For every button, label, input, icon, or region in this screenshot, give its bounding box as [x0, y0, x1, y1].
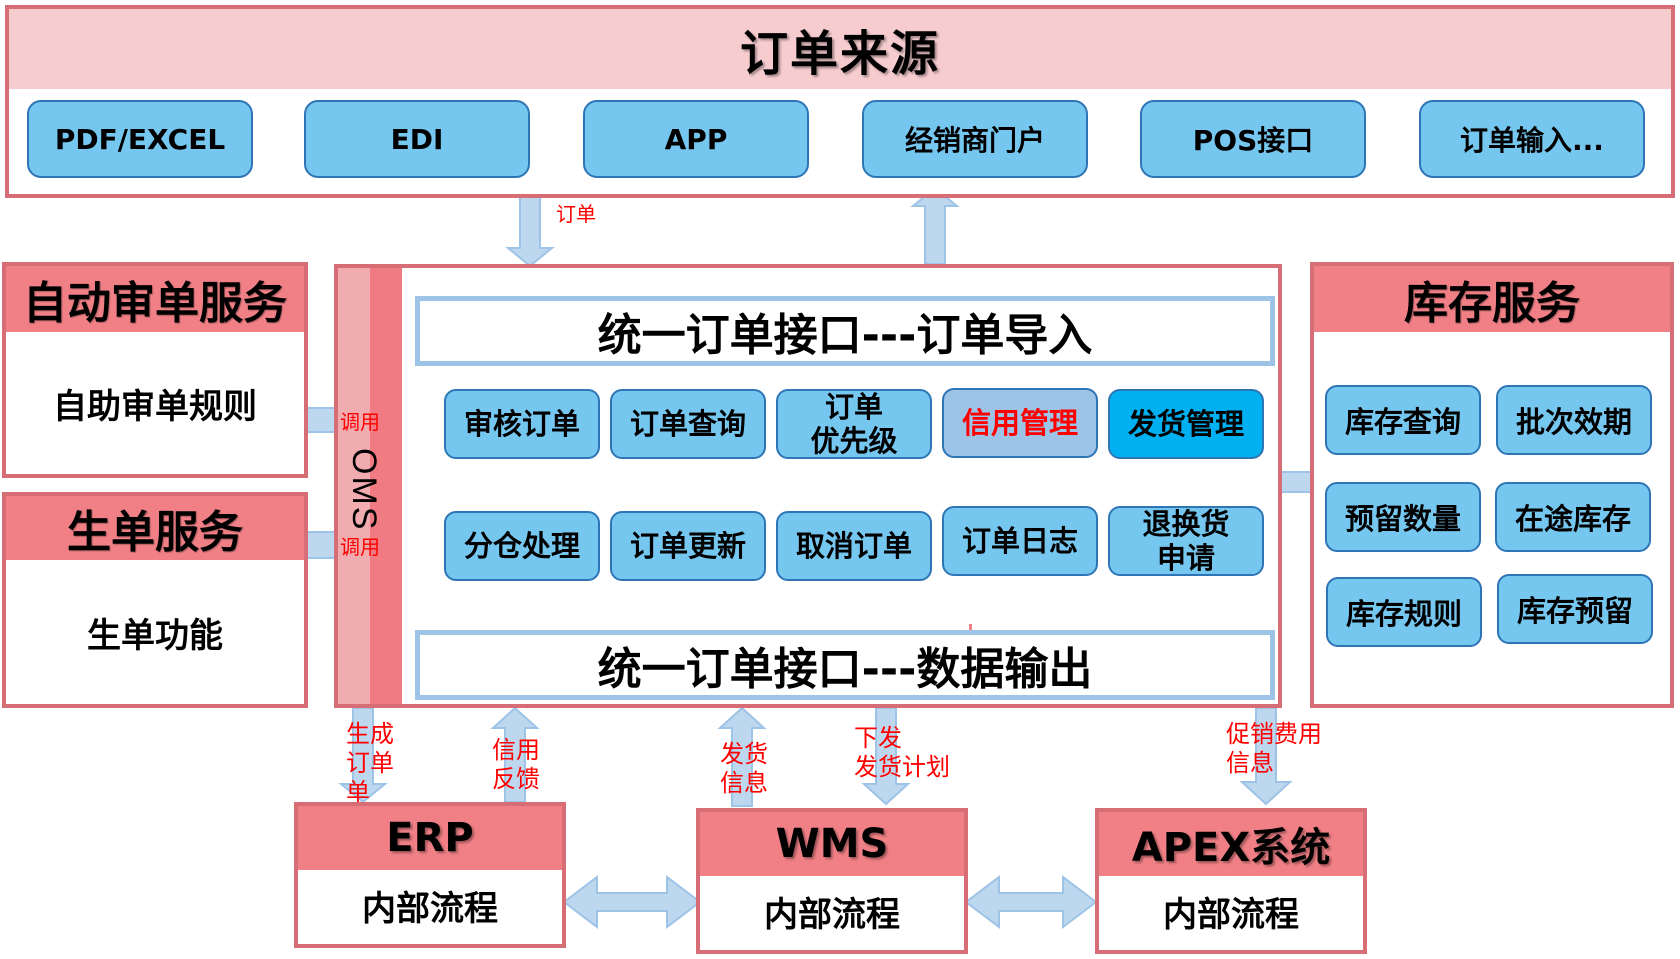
- arrow-credit-feedback: [490, 706, 540, 803]
- oms-strip-dark: [370, 268, 402, 704]
- auto-review-rules[interactable]: 自助审单规则: [53, 386, 257, 427]
- flow-label-ship-plan-line2: 发货计划: [854, 753, 950, 781]
- arrow-portal-up: [910, 186, 960, 265]
- fn-order-priority-line1: 订单: [824, 390, 883, 424]
- inv-stock-reservation[interactable]: 库存预留: [1497, 574, 1653, 644]
- flow-label-promo-info: 促销费用 信息: [1226, 720, 1322, 778]
- oms-strip-light: [338, 268, 370, 704]
- inventory-title: 库存服务: [1404, 278, 1580, 329]
- system-erp-title: ERP: [298, 806, 562, 870]
- auto-review-title: 自动审单服务: [23, 278, 287, 329]
- system-wms-content[interactable]: 内部流程: [764, 894, 900, 935]
- order-import-interface[interactable]: 统一订单接口---订单导入: [415, 296, 1275, 366]
- inv-stock-query[interactable]: 库存查询: [1325, 385, 1481, 455]
- order-generation-header: 生单服务: [6, 496, 304, 560]
- auto-review-service: 自动审单服务 自助审单规则: [2, 262, 308, 478]
- flow-label-credit-feedback-line1: 信用: [492, 736, 540, 764]
- flow-label-ship-plan: 下发 发货计划: [854, 724, 950, 782]
- flow-label-credit-feedback: 信用 反馈: [492, 736, 540, 794]
- order-source-header: 订单来源: [9, 9, 1671, 89]
- system-wms: WMS 内部流程: [696, 808, 968, 954]
- oms-label: OMS: [345, 448, 383, 532]
- channel-app[interactable]: APP: [583, 100, 809, 178]
- channel-pos-interface[interactable]: POS接口: [1140, 100, 1366, 178]
- fn-order-update[interactable]: 订单更新: [610, 511, 766, 581]
- channel-edi[interactable]: EDI: [304, 100, 530, 178]
- channel-dealer-portal[interactable]: 经销商门户: [862, 100, 1088, 178]
- fn-order-log[interactable]: 订单日志: [942, 506, 1098, 576]
- order-generation-function[interactable]: 生单功能: [87, 615, 223, 656]
- auto-review-header: 自动审单服务: [6, 266, 304, 332]
- flow-label-ship-info-line1: 发货: [720, 740, 768, 768]
- arrow-order-in: [505, 189, 555, 268]
- inv-batch-expiry[interactable]: 批次效期: [1496, 385, 1652, 455]
- inv-stock-rules[interactable]: 库存规则: [1326, 577, 1482, 647]
- flow-label-credit-feedback-line2: 反馈: [492, 765, 540, 793]
- system-erp-content[interactable]: 内部流程: [362, 888, 498, 929]
- flow-label-generate-order-line1: 生成: [346, 720, 394, 748]
- flow-label-generate-order-line3: 单: [346, 778, 370, 806]
- arrow-erp-wms: [562, 874, 702, 930]
- arrow-wms-apex: [964, 874, 1098, 930]
- arrow-promo-info: [1239, 707, 1293, 806]
- fn-order-priority[interactable]: 订单 优先级: [776, 389, 932, 459]
- fn-return-exchange-line1: 退换货: [1142, 507, 1230, 541]
- fn-return-exchange-line2: 申请: [1156, 541, 1215, 575]
- order-source-panel: 订单来源: [5, 5, 1675, 198]
- fn-warehouse-split[interactable]: 分仓处理: [444, 511, 600, 581]
- flow-label-promo-info-line1: 促销费用: [1226, 720, 1322, 748]
- fn-cancel-order[interactable]: 取消订单: [776, 511, 932, 581]
- flow-label-ship-info: 发货 信息: [720, 740, 768, 798]
- order-generation-service: 生单服务 生单功能: [2, 492, 308, 708]
- flow-label-ship-plan-line1: 下发: [854, 724, 902, 752]
- arrow-ship-info: [717, 706, 767, 807]
- system-wms-title: WMS: [700, 812, 964, 876]
- fn-order-query[interactable]: 订单查询: [610, 389, 766, 459]
- fn-order-priority-line2: 优先级: [810, 424, 898, 458]
- flow-label-call-1: 调用: [340, 410, 380, 434]
- inventory-header: 库存服务: [1314, 266, 1670, 332]
- system-apex: APEX系统 内部流程: [1095, 808, 1367, 954]
- inv-reserved-quantity[interactable]: 预留数量: [1325, 482, 1481, 552]
- flow-label-generate-order-line2: 订单: [346, 749, 394, 777]
- arrow-generate-order: [338, 707, 388, 804]
- flow-label-call-2: 调用: [340, 535, 380, 559]
- order-generation-title: 生单服务: [67, 507, 243, 558]
- fn-return-exchange[interactable]: 退换货 申请: [1108, 506, 1264, 576]
- system-apex-content[interactable]: 内部流程: [1163, 894, 1299, 935]
- fn-credit-management[interactable]: 信用管理: [942, 388, 1098, 458]
- channel-pdf-excel[interactable]: PDF/EXCEL: [27, 100, 253, 178]
- system-apex-title: APEX系统: [1099, 812, 1363, 876]
- order-source-title: 订单来源: [739, 26, 940, 82]
- fn-review-order[interactable]: 审核订单: [444, 389, 600, 459]
- flow-label-generate-order: 生成 订单 单: [346, 720, 394, 807]
- channel-order-input[interactable]: 订单输入...: [1419, 100, 1645, 178]
- system-erp: ERP 内部流程: [294, 802, 566, 948]
- flow-label-promo-info-line2: 信息: [1226, 749, 1274, 777]
- fn-shipping-management[interactable]: 发货管理: [1108, 389, 1264, 459]
- inv-in-transit[interactable]: 在途库存: [1495, 482, 1651, 552]
- arrow-ship-plan: [861, 707, 911, 806]
- flow-label-ship-info-line2: 信息: [720, 769, 768, 797]
- flow-label-order-in: 订单: [556, 202, 596, 226]
- data-output-interface[interactable]: 统一订单接口---数据输出: [415, 630, 1275, 700]
